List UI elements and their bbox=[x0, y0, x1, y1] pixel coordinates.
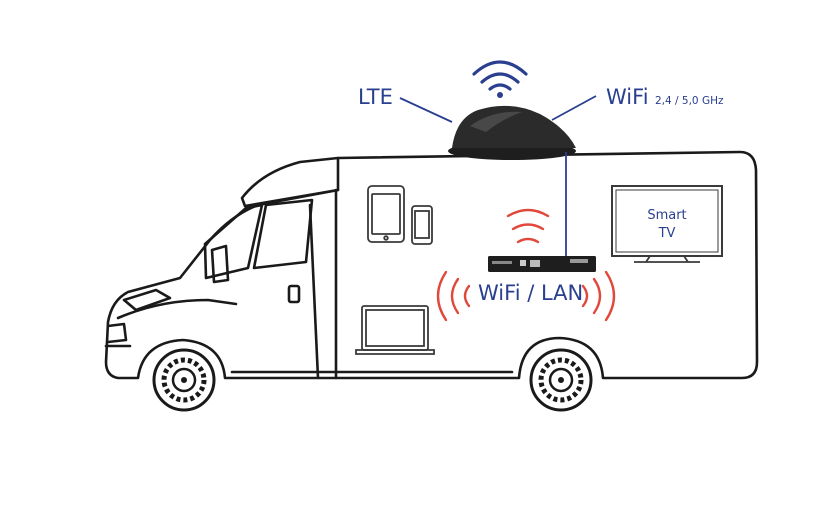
laptop-icon bbox=[355, 305, 435, 355]
front-grille bbox=[106, 322, 128, 344]
cab-door-line bbox=[308, 203, 320, 380]
wifi-label: WiFi bbox=[606, 85, 649, 109]
tablet-icon bbox=[367, 185, 405, 243]
wifi-emission-left bbox=[436, 270, 471, 322]
lte-label: LTE bbox=[358, 85, 393, 109]
wifi-signal-icon bbox=[472, 60, 528, 98]
van-body bbox=[104, 150, 759, 380]
door-handle bbox=[287, 284, 301, 304]
side-mirror bbox=[210, 244, 230, 284]
smart-tv-label-1: Smart bbox=[647, 208, 686, 223]
wifi-emission-right bbox=[581, 270, 616, 322]
hood-crease bbox=[116, 298, 238, 320]
wifi-emission-top bbox=[506, 208, 550, 244]
headlight bbox=[122, 288, 172, 312]
front-wheel bbox=[152, 348, 216, 412]
lte-leader-line bbox=[399, 97, 453, 123]
antenna-dome bbox=[448, 105, 576, 160]
rear-wheel bbox=[529, 348, 593, 412]
camper-van-outline bbox=[104, 150, 759, 380]
phone-icon bbox=[411, 205, 433, 245]
smart-tv-label-2: TV bbox=[658, 226, 676, 241]
wifi-bands-label: 2,4 / 5,0 GHz bbox=[655, 95, 724, 107]
router-device bbox=[488, 256, 596, 272]
wifi-leader-line bbox=[551, 95, 597, 121]
side-window bbox=[252, 198, 314, 270]
smart-tv-icon: Smart TV bbox=[611, 185, 723, 263]
wifi-lan-label: WiFi / LAN bbox=[478, 281, 583, 305]
van-luton bbox=[240, 156, 340, 208]
windshield bbox=[203, 203, 264, 280]
